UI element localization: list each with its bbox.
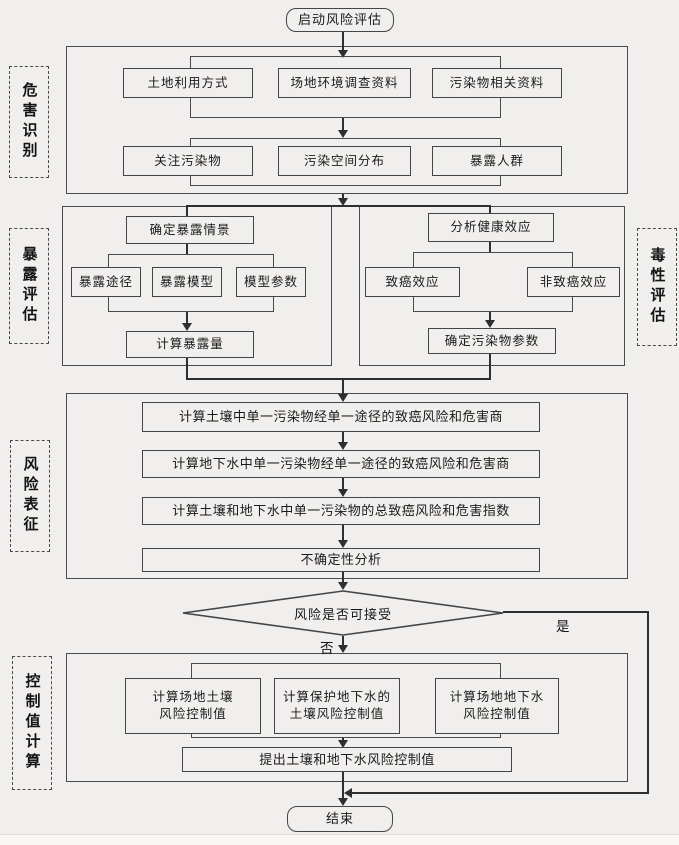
connector-char-3-4 <box>342 525 344 540</box>
box-non-carcinogenic-effects: 非致癌效应 <box>527 267 620 297</box>
box-land-use-type: 土地利用方式 <box>123 68 253 98</box>
box-calculate-exposure-amount: 计算暴露量 <box>126 331 254 358</box>
box-contaminants-of-concern: 关注污染物 <box>123 146 253 176</box>
connector-bracket-to-contaminant-params <box>489 312 491 320</box>
stage-label-risk-characterization: 风险表征 <box>10 440 50 552</box>
box-site-groundwater-control-value: 计算场地地下水 风险控制值 <box>435 678 559 734</box>
box-groundwater-single-pathway-risk: 计算地下水中单一污染物经单一途径的致癌风险和危害商 <box>142 450 540 478</box>
start-node: 启动风险评估 <box>286 8 394 32</box>
box-pollution-spatial-distribution: 污染空间分布 <box>278 146 411 176</box>
arrowhead-yes-return <box>344 788 352 798</box>
decision-diamond-shape <box>182 590 504 636</box>
connector-start-to-hazard <box>342 32 344 50</box>
arrowhead-row1-to-row2 <box>338 130 348 138</box>
box-uncertainty-analysis: 不确定性分析 <box>142 548 540 572</box>
arrowhead-into-characterization <box>338 394 348 402</box>
box-site-environment-survey-data: 场地环境调查资料 <box>278 68 411 98</box>
stage-label-exposure-assessment: 暴露评估 <box>9 228 49 344</box>
arrowhead-hazard-out <box>338 198 348 206</box>
box-soil-single-pathway-risk: 计算土壤中单一污染物经单一途径的致癌风险和危害商 <box>142 402 540 432</box>
connector-hazard-out <box>342 194 344 198</box>
connector-drop-to-toxicity <box>489 205 491 213</box>
arrowhead-contaminant-params <box>485 320 495 328</box>
box-total-risk-hazard-index: 计算土壤和地下水中单一污染物的总致癌风险和危害指数 <box>142 497 540 525</box>
box-analyze-health-effects: 分析健康效应 <box>428 213 554 242</box>
stage-label-hazard-identification: 危害识别 <box>9 66 49 178</box>
section-risk-characterization <box>66 393 628 579</box>
box-determine-exposure-scenario: 确定暴露情景 <box>126 216 254 244</box>
arrowhead-calc-exposure <box>182 323 192 331</box>
connector-yes-horizontal-top <box>503 611 649 613</box>
box-exposure-model: 暴露模型 <box>152 267 222 297</box>
connector-exposure-to-merge <box>186 358 188 380</box>
box-carcinogenic-effects: 致癌效应 <box>365 267 460 297</box>
connector-no-down <box>342 636 344 645</box>
end-node: 结束 <box>287 806 393 832</box>
arrowhead-char-3 <box>338 489 348 497</box>
section-toxicity-assessment <box>359 206 625 366</box>
box-protect-groundwater-soil-control-value: 计算保护地下水的 土壤风险控制值 <box>274 678 400 734</box>
box-exposure-pathway: 暴露途径 <box>71 267 141 297</box>
box-contaminant-related-data: 污染物相关资料 <box>432 68 562 98</box>
box-site-soil-control-value: 计算场地土壤 风险控制值 <box>125 678 261 734</box>
arrowhead-char-2 <box>338 442 348 450</box>
connector-char-1-2 <box>342 432 344 442</box>
section-hazard-identification <box>66 46 628 194</box>
box-model-parameters: 模型参数 <box>236 267 306 297</box>
connector-merge-down <box>342 378 344 394</box>
branch-label-no: 否 <box>320 641 334 656</box>
connector-propose-to-end <box>342 772 344 798</box>
arrowhead-into-control <box>338 645 348 653</box>
box-determine-contaminant-parameters: 确定污染物参数 <box>428 328 556 354</box>
connector-health-to-bracket <box>489 242 491 252</box>
arrowhead-decision <box>338 582 348 590</box>
stage-label-toxicity-assessment: 毒性评估 <box>637 228 677 346</box>
connector-bracket-to-calc-exposure <box>186 312 188 323</box>
box-exposed-population: 暴露人群 <box>432 146 562 176</box>
connector-toxicity-to-merge <box>489 354 491 380</box>
bottom-strip <box>0 834 679 845</box>
section-control-value-calculation <box>66 653 628 782</box>
connector-row1-to-row2 <box>342 118 344 130</box>
arrowhead-end <box>338 798 348 806</box>
arrowhead-char-4 <box>338 540 348 548</box>
connector-char-2-3 <box>342 478 344 489</box>
stage-label-control-value-calculation: 控制值计算 <box>12 656 52 790</box>
branch-label-yes: 是 <box>556 619 570 634</box>
connector-drop-to-exposure <box>186 205 188 216</box>
connector-distribution-horizontal <box>187 205 491 207</box>
connector-yes-horizontal-bottom <box>352 792 649 794</box>
box-propose-control-values: 提出土壤和地下水风险控制值 <box>182 747 512 772</box>
connector-merge-horizontal <box>187 378 491 380</box>
arrowhead-propose <box>338 740 348 748</box>
decision-risk-acceptable: 风险是否可接受 <box>293 606 392 622</box>
arrowhead-start-to-hazard <box>338 50 348 58</box>
connector-scenario-to-bracket <box>186 244 188 254</box>
connector-bracket-to-propose <box>342 738 344 741</box>
connector-char-to-decision <box>342 572 344 582</box>
connector-yes-vertical <box>647 611 649 794</box>
